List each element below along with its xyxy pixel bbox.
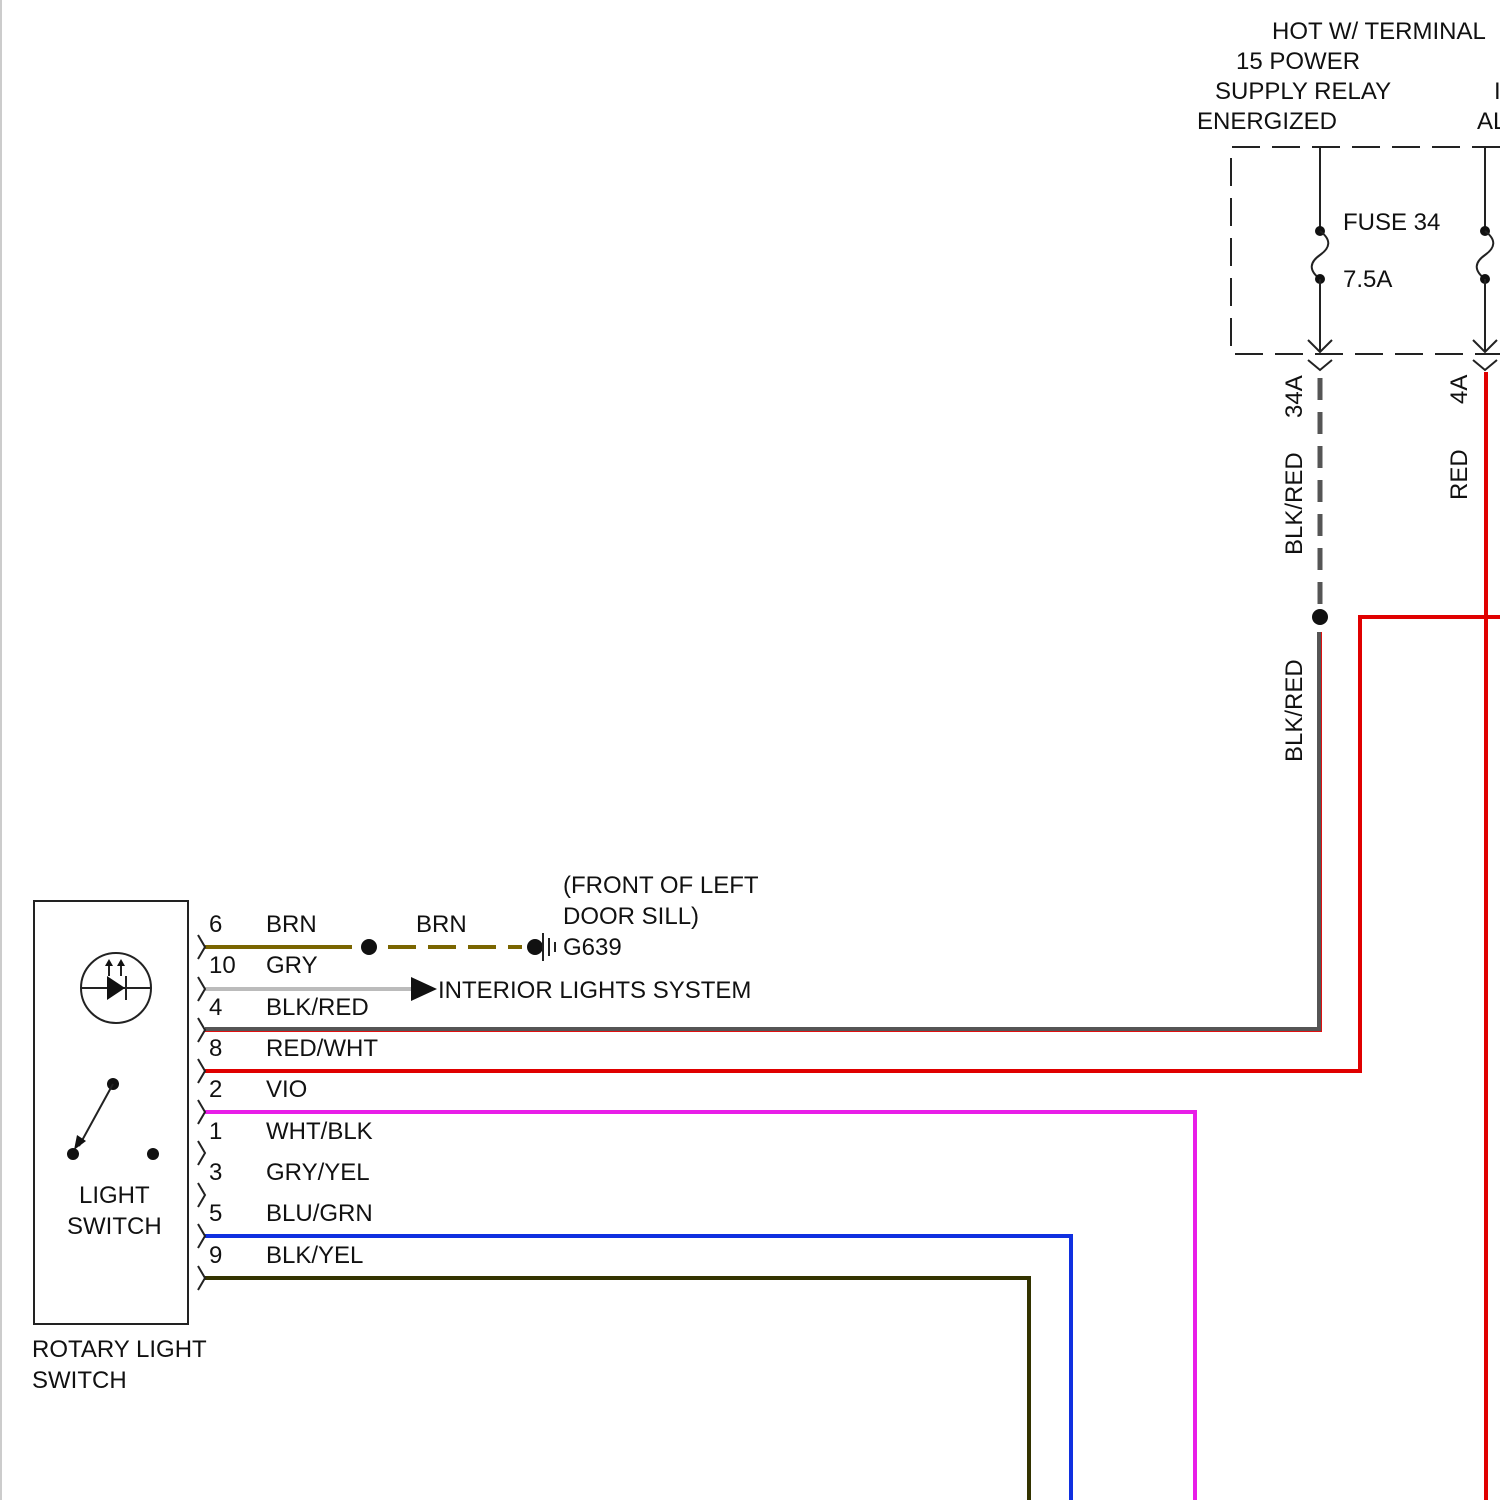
brn-splice-dot bbox=[361, 939, 377, 955]
hot-label-line-4: ENERGIZED bbox=[1197, 108, 1337, 135]
wire-pin-9-blk-yel-outer bbox=[205, 1278, 1029, 1500]
pin-wire-color: BRN bbox=[266, 911, 317, 938]
connector-pin-mark bbox=[198, 1018, 205, 1042]
splice-dot bbox=[1312, 609, 1328, 625]
wire-pin-3-gry-yel-outer bbox=[205, 1195, 1112, 1500]
fuse-34 bbox=[1308, 147, 1332, 370]
wire-pin-5-blu-grn-outer bbox=[205, 1236, 1071, 1500]
wire-pin-4-blk-red-outer bbox=[205, 632, 1320, 1030]
pin-labels: 6 BRN 10 GRY 4 BLK/RED 8 RED/WHT 2 VIO 1… bbox=[209, 911, 378, 1269]
connector-pin-mark bbox=[198, 1224, 205, 1248]
pin-wire-color: GRY bbox=[266, 952, 318, 979]
connector-pin-mark bbox=[198, 1141, 205, 1165]
led-icon bbox=[81, 953, 151, 1023]
pin-number: 5 bbox=[209, 1200, 222, 1227]
ground-symbol-icon bbox=[543, 933, 555, 961]
power-supply-label: HOT W/ TERMINAL 15 POWER SUPPLY RELAY EN… bbox=[1197, 18, 1500, 135]
wire-pin-9-blk-yel-inner bbox=[205, 1278, 1029, 1500]
switch-contact-icon bbox=[67, 1078, 159, 1160]
connector-pin-mark bbox=[198, 1183, 205, 1207]
arrow-right-icon bbox=[411, 977, 437, 1001]
wire-pin-5-blu-grn-inner bbox=[205, 1236, 1071, 1500]
pin-wire-color: BLK/YEL bbox=[266, 1242, 363, 1269]
ground-location-line-1: (FRONT OF LEFT bbox=[563, 872, 759, 899]
pin-number: 2 bbox=[209, 1076, 222, 1103]
pin-number: 3 bbox=[209, 1159, 222, 1186]
pin-number: 1 bbox=[209, 1118, 222, 1145]
connector-pin-mark bbox=[198, 1059, 205, 1083]
fuse-34-wire-color-label: BLK/RED bbox=[1281, 452, 1308, 555]
pin-number: 6 bbox=[209, 911, 222, 938]
connector-pin-mark bbox=[198, 977, 205, 1001]
partial-label-line-2: AL bbox=[1477, 108, 1500, 135]
connector-pin-mark bbox=[198, 935, 205, 959]
connector-pins bbox=[198, 935, 205, 1290]
connector-pin-mark bbox=[198, 1266, 205, 1290]
pin-wire-color: BLU/GRN bbox=[266, 1200, 373, 1227]
hot-label-line-2: 15 POWER bbox=[1236, 48, 1360, 75]
brn-ground-wire-label: BRN bbox=[416, 911, 467, 938]
pin-wire-color: GRY/YEL bbox=[266, 1159, 370, 1186]
pin-wire-color: BLK/RED bbox=[266, 994, 369, 1021]
component-label-line-1: ROTARY LIGHT bbox=[32, 1336, 207, 1363]
partial-label-line-1: I bbox=[1494, 78, 1500, 105]
fuse-4-terminal-label: 4A bbox=[1446, 375, 1473, 404]
fuse-4 bbox=[1473, 147, 1497, 370]
pin-wire-color: WHT/BLK bbox=[266, 1118, 373, 1145]
ground-id: G639 bbox=[563, 934, 622, 961]
pin-wire-color: VIO bbox=[266, 1076, 307, 1103]
fuse-34-name: FUSE 34 bbox=[1343, 209, 1440, 236]
pin-number: 4 bbox=[209, 994, 222, 1021]
wire-pin-3-gry-yel-inner bbox=[205, 1195, 1112, 1500]
component-label-line-2: SWITCH bbox=[32, 1367, 127, 1394]
fuse-34-terminal-label: 34A bbox=[1281, 375, 1308, 418]
pin-number: 8 bbox=[209, 1035, 222, 1062]
ground-location-line-2: DOOR SILL) bbox=[563, 903, 699, 930]
pin-number: 10 bbox=[209, 952, 236, 979]
fuse-box-outline bbox=[1231, 147, 1500, 354]
hot-label-line-1: HOT W/ TERMINAL bbox=[1272, 18, 1486, 45]
hot-label-line-3: SUPPLY RELAY bbox=[1215, 78, 1391, 105]
fuse-4-wire-color-label: RED bbox=[1446, 449, 1473, 500]
connector-pin-mark bbox=[198, 1100, 205, 1124]
interior-lights-label: INTERIOR LIGHTS SYSTEM bbox=[438, 977, 751, 1004]
pin-number: 9 bbox=[209, 1242, 222, 1269]
light-switch-inner-line-2: SWITCH bbox=[67, 1213, 162, 1240]
fuse-34-rating: 7.5A bbox=[1343, 266, 1392, 293]
ground-dot bbox=[527, 939, 543, 955]
pin-wire-color: RED/WHT bbox=[266, 1035, 378, 1062]
wire-pin-4-blk-red-inner bbox=[205, 632, 1319, 1029]
splice-wire-color-label: BLK/RED bbox=[1281, 659, 1308, 762]
light-switch-inner-line-1: LIGHT bbox=[79, 1182, 150, 1209]
